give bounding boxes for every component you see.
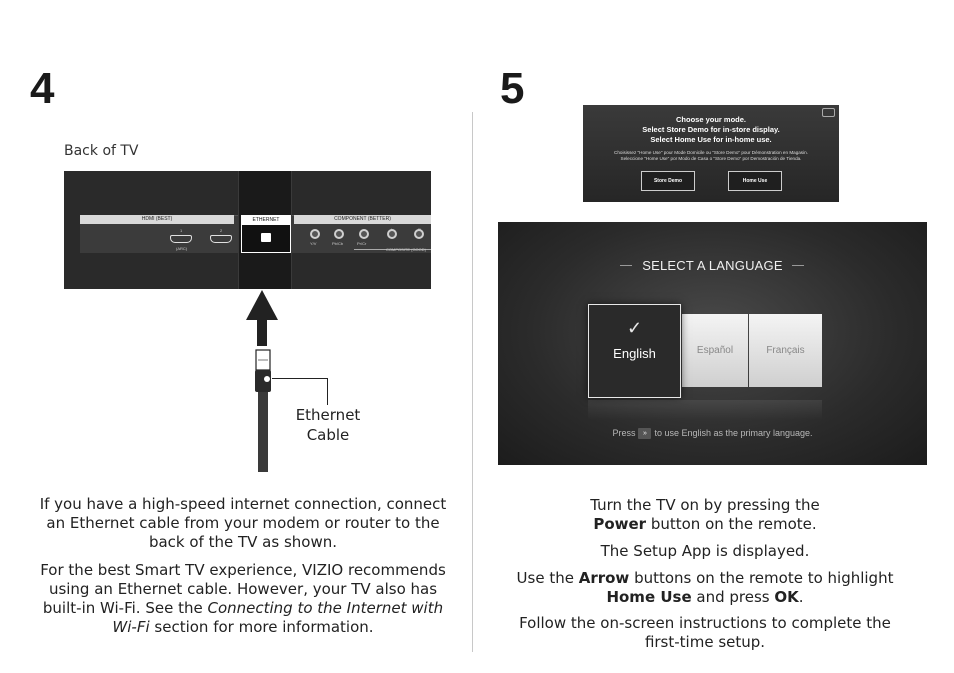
language-title: SELECT A LANGUAGE bbox=[642, 258, 783, 273]
callout-line bbox=[272, 378, 327, 379]
hint-press: Press bbox=[612, 428, 636, 438]
language-tile-espanol[interactable]: Español bbox=[682, 314, 748, 387]
composite-bracket bbox=[354, 249, 431, 250]
ethernet-port-frame: ETHERNET bbox=[241, 215, 291, 253]
power-text-a: Turn the TV on by pressing the bbox=[590, 496, 820, 514]
rca-port-icon bbox=[387, 229, 397, 239]
english-label: English bbox=[613, 346, 656, 361]
hdmi-port-2-icon bbox=[210, 235, 232, 243]
language-tile-english[interactable]: ✓ English bbox=[588, 304, 681, 398]
ethernet-port-icon bbox=[261, 233, 271, 242]
forward-key-icon: » bbox=[638, 428, 652, 440]
rca-tag: R bbox=[418, 227, 421, 232]
wifi-note-part1: For the best Smart TV experience, VIZIO … bbox=[40, 561, 446, 617]
mode-spanish-text: Seleccione "Home Use" por Modo de Casa o… bbox=[620, 156, 802, 161]
ethernet-port-area: ETHERNET bbox=[238, 171, 292, 289]
ok-keyword: OK bbox=[774, 588, 799, 606]
home-use-keyword: Home Use bbox=[606, 588, 692, 606]
hdmi2-tag: 2 bbox=[220, 228, 223, 233]
arrow-instructions: Use the Arrow buttons on the remote to h… bbox=[502, 569, 908, 607]
rca-tag: Pr/Cr bbox=[357, 241, 367, 246]
mode-title: Choose your mode. bbox=[675, 115, 746, 124]
step-number-4: 4 bbox=[30, 64, 55, 113]
hdmi-port-1-icon bbox=[170, 235, 192, 243]
arrow-text-a: Use the bbox=[516, 569, 579, 587]
title-rule-left bbox=[620, 265, 632, 266]
hint-rest: to use English as the primary language. bbox=[654, 428, 813, 438]
rca-port-icon bbox=[359, 229, 369, 239]
cable-label-line1: Ethernet bbox=[295, 406, 361, 424]
ethernet-header: ETHERNET bbox=[242, 216, 290, 225]
ethernet-instructions: If you have a high-speed internet connec… bbox=[39, 495, 447, 551]
up-arrow-shaft bbox=[257, 318, 267, 346]
wifi-note: For the best Smart TV experience, VIZIO … bbox=[30, 561, 456, 637]
rca-tag: Pb/Cb bbox=[332, 241, 344, 246]
wifi-section-reference: Connecting to the Internet with Wi-Fi bbox=[112, 599, 444, 636]
arrow-keyword: Arrow bbox=[578, 569, 630, 587]
store-demo-button[interactable]: Store Demo bbox=[641, 171, 695, 191]
ethernet-cable-label: Ethernet Cable bbox=[280, 405, 376, 445]
rca-port-icon bbox=[334, 229, 344, 239]
mode-french-text: Choisissez "Home Use" pour Mode Domicile… bbox=[614, 150, 808, 155]
language-hint: Press»to use English as the primary lang… bbox=[498, 428, 927, 440]
choose-mode-screen: Choose your mode. Select Store Demo for … bbox=[583, 105, 839, 202]
mode-line-store: Select Store Demo for in-store display. bbox=[642, 125, 780, 134]
step-number-5: 5 bbox=[500, 64, 525, 113]
energy-star-icon bbox=[822, 108, 835, 117]
tv-back-panel-illustration: HDMI (BEST) COMPONENT (BETTER) 1 (ARC) 2… bbox=[64, 171, 431, 289]
hdmi1-tag: 1 bbox=[180, 228, 183, 233]
language-tile-francais[interactable]: Français bbox=[749, 314, 822, 387]
power-text-b: button on the remote. bbox=[646, 515, 817, 533]
checkmark-icon: ✓ bbox=[626, 318, 643, 338]
setup-app-note: The Setup App is displayed. bbox=[600, 542, 810, 560]
wifi-note-part2: section for more information. bbox=[149, 618, 374, 636]
arrow-text-b: buttons on the remote to highlight bbox=[629, 569, 894, 587]
back-of-tv-label: Back of TV bbox=[64, 143, 139, 159]
arrow-text-d: . bbox=[798, 588, 804, 606]
title-rule-right bbox=[792, 265, 804, 266]
cable-label-line2: Cable bbox=[306, 426, 350, 444]
rca-tag: L bbox=[391, 227, 394, 232]
callout-line-vertical bbox=[327, 378, 328, 405]
tile-reflection bbox=[588, 400, 822, 420]
rca-tag: Y/V bbox=[310, 241, 317, 246]
rca-port-icon bbox=[310, 229, 320, 239]
component-header: COMPONENT (BETTER) bbox=[294, 215, 431, 224]
select-language-screen: SELECT A LANGUAGE Español Français ✓ Eng… bbox=[498, 222, 927, 465]
up-arrow-icon bbox=[246, 290, 278, 320]
rca-port-icon bbox=[414, 229, 424, 239]
power-keyword: Power bbox=[593, 515, 647, 533]
hdmi1-sub: (ARC) bbox=[176, 246, 188, 251]
home-use-button[interactable]: Home Use bbox=[728, 171, 782, 191]
ethernet-cable-icon bbox=[255, 349, 271, 472]
mode-line-home: Select Home Use for in-home use. bbox=[650, 135, 772, 144]
arrow-text-c: and press bbox=[691, 588, 775, 606]
hdmi-header: HDMI (BEST) bbox=[80, 215, 234, 224]
composite-tag: COMPOSITE (GOOD) bbox=[386, 247, 426, 252]
column-divider bbox=[472, 112, 473, 652]
follow-instructions: Follow the on-screen instructions to com… bbox=[519, 614, 891, 651]
